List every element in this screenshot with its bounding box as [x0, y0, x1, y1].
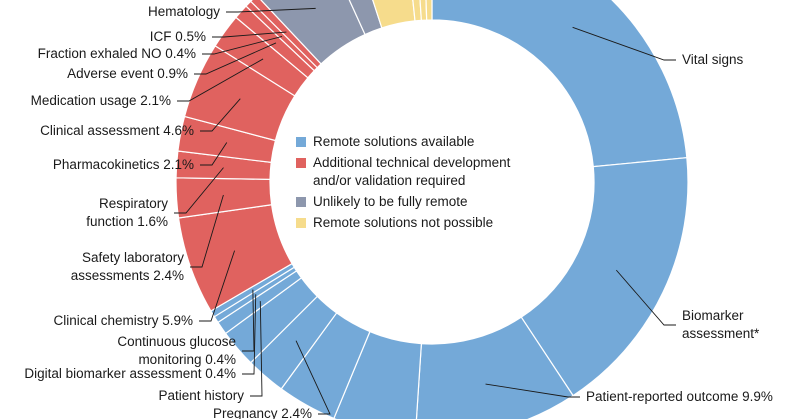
- label-pharmacokinetics-2-1: Pharmacokinetics 2.1%: [53, 157, 194, 172]
- label-line: Pregnancy 2.4%: [213, 406, 312, 419]
- label-digital-biomarker-assessment-0-4: Digital biomarker assessment 0.4%: [24, 366, 236, 381]
- label-line: function 1.6%: [86, 214, 168, 229]
- legend-line: Additional technical development: [313, 155, 511, 170]
- legend-line: and/or validation required: [313, 173, 465, 188]
- leader-clinical-chemistry-5-9: [199, 250, 236, 322]
- leader-vital-signs: [572, 26, 676, 61]
- leader-continuous-glucose-monitoring-0-4: [242, 289, 255, 352]
- leader-adverse-event-0-9: [194, 42, 277, 75]
- slice-unlabeled-24: [425, 0, 433, 21]
- label-line: Fraction exhaled NO 0.4%: [38, 46, 196, 61]
- label-line: ICF 0.5%: [150, 29, 206, 44]
- label-vital-signs: Vital signs: [682, 52, 744, 67]
- label-line: Pharmacokinetics 2.1%: [53, 157, 194, 172]
- label-line: Respiratory: [99, 196, 168, 211]
- leader-biomarker-assessment: [615, 269, 676, 326]
- legend-line: Remote solutions available: [313, 134, 474, 149]
- label-safety-laboratory-assessments-2-4: Safety laboratory assessments 2.4%: [71, 250, 185, 283]
- label-medication-usage-2-1: Medication usage 2.1%: [31, 93, 171, 108]
- label-patient-history: Patient history: [158, 388, 244, 403]
- legend-swatch-additional-technical-development-and-or-validation-required: [296, 158, 306, 168]
- leader-hematology: [226, 7, 316, 13]
- legend-label-remote-solutions-available: Remote solutions available: [313, 134, 474, 149]
- label-respiratory-function-1-6: Respiratory function 1.6%: [86, 196, 168, 229]
- label-line: Digital biomarker assessment 0.4%: [24, 366, 236, 381]
- label-line: Clinical assessment 4.6%: [40, 123, 194, 138]
- label-line: Vital signs: [682, 52, 744, 67]
- label-line: Clinical chemistry 5.9%: [53, 313, 193, 328]
- leader-fraction-exhaled-no-0-4: [202, 35, 283, 55]
- label-line: Safety laboratory: [82, 250, 184, 265]
- legend-line: Remote solutions not possible: [313, 215, 493, 230]
- label-hematology: Hematology: [148, 4, 220, 19]
- leader-clinical-assessment-4-6: [200, 98, 241, 132]
- leader-patient-reported-outcome-9-9: [485, 383, 580, 398]
- label-icf-0-5: ICF 0.5%: [150, 29, 206, 44]
- label-clinical-chemistry-5-9: Clinical chemistry 5.9%: [53, 313, 193, 328]
- legend-swatch-unlikely-to-be-fully-remote: [296, 197, 306, 207]
- label-leader-lines: [174, 7, 676, 415]
- label-line: Hematology: [148, 4, 220, 19]
- label-line: Patient history: [158, 388, 244, 403]
- slice-unlabeled-21: [372, 0, 416, 29]
- label-line: Biomarker: [682, 308, 744, 323]
- legend-label-remote-solutions-not-possible: Remote solutions not possible: [313, 215, 493, 230]
- label-clinical-assessment-4-6: Clinical assessment 4.6%: [40, 123, 194, 138]
- label-line: Continuous glucose: [117, 334, 236, 349]
- legend-line: Unlikely to be fully remote: [313, 194, 468, 209]
- label-line: Medication usage 2.1%: [31, 93, 171, 108]
- leader-digital-biomarker-assessment-0-4: [242, 294, 257, 375]
- label-continuous-glucose-monitoring-0-4: Continuous glucose monitoring 0.4%: [117, 334, 236, 367]
- label-adverse-event-0-9: Adverse event 0.9%: [67, 66, 188, 81]
- leader-respiratory-function-1-6: [174, 167, 224, 214]
- label-line: assessment*: [682, 326, 760, 341]
- leader-pregnancy-2-4: [295, 340, 331, 415]
- leader-icf-0-5: [212, 31, 287, 38]
- label-line: monitoring 0.4%: [138, 352, 236, 367]
- label-biomarker-assessment: Biomarker assessment*: [682, 308, 760, 341]
- donut-slices: [175, 0, 689, 419]
- label-fraction-exhaled-no-0-4: Fraction exhaled NO 0.4%: [38, 46, 196, 61]
- leader-pharmacokinetics-2-1: [200, 142, 228, 166]
- leader-patient-history: [250, 301, 263, 397]
- leader-medication-usage-2-1: [177, 58, 264, 102]
- label-line: Patient-reported outcome 9.9%: [586, 389, 773, 404]
- leader-safety-laboratory-assessments-2-4: [190, 194, 224, 268]
- legend-swatch-remote-solutions-available: [296, 137, 306, 147]
- slice-vital-signs: [431, 0, 688, 168]
- label-line: assessments 2.4%: [71, 268, 184, 283]
- slice-hematology: [260, 0, 366, 65]
- legend-label-additional-technical-development-and-or-validation-required: Additional technical development and/or v…: [313, 155, 511, 188]
- label-line: Adverse event 0.9%: [67, 66, 188, 81]
- legend-label-unlikely-to-be-fully-remote: Unlikely to be fully remote: [313, 194, 468, 209]
- label-patient-reported-outcome-9-9: Patient-reported outcome 9.9%: [586, 389, 773, 404]
- label-pregnancy-2-4: Pregnancy 2.4%: [213, 406, 312, 419]
- legend-swatch-remote-solutions-not-possible: [296, 218, 306, 228]
